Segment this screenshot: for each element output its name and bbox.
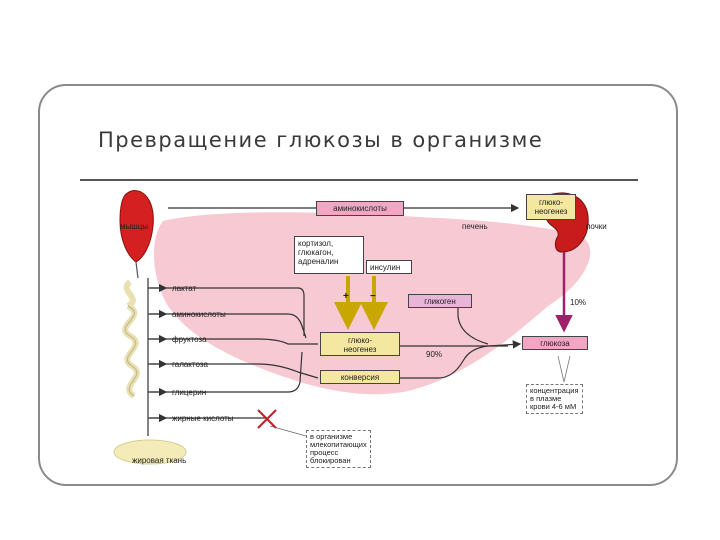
concentration-note: концентрация в плазме крови 4-6 мМ	[526, 384, 583, 414]
kidney-label: почки	[586, 222, 607, 231]
intestine-shape	[122, 279, 140, 399]
substrate-galactose: галактоза	[172, 360, 208, 369]
liver-label: печень	[462, 222, 488, 231]
gluconeogenesis-box: глюко- неогенез	[320, 332, 400, 356]
substrate-lactate: лактат	[172, 284, 197, 293]
blocked-note: в организме млекопитающих процесс блокир…	[306, 430, 371, 468]
glucose-metabolism-diagram: мышцы печень почки жировая ткань аминоки…	[108, 186, 618, 476]
kidney-gluconeogenesis-box: глюко- неогенез	[526, 194, 576, 220]
muscle-shape	[119, 190, 154, 263]
muscle-label: мышцы	[120, 222, 148, 231]
substrate-aminoacids: аминокислоты	[172, 310, 226, 319]
conversion-box: конверсия	[320, 370, 400, 384]
glycogen-box: гликоген	[408, 294, 472, 308]
substrate-fatty-acids: жирные кислоты	[172, 414, 234, 423]
fat-tissue-label: жировая ткань	[132, 456, 187, 465]
hormones-box: кортизол, глюкагон, адреналин	[294, 236, 364, 274]
percent-90-label: 90%	[426, 350, 443, 359]
top-aminoacids-box: аминокислоты	[316, 201, 404, 216]
minus-sign: −	[370, 291, 376, 302]
slide-title: Превращение глюкозы в организме	[98, 128, 544, 152]
percent-10-label: 10%	[570, 298, 587, 307]
insulin-box: инсулин	[366, 260, 412, 274]
substrate-fructose: фруктоза	[172, 335, 207, 344]
plus-sign: +	[343, 291, 349, 302]
glucose-box: глюкоза	[522, 336, 588, 350]
title-divider	[80, 179, 638, 181]
substrate-glycerol: глицерин	[172, 388, 207, 397]
fat-tissue-shape	[113, 439, 187, 465]
